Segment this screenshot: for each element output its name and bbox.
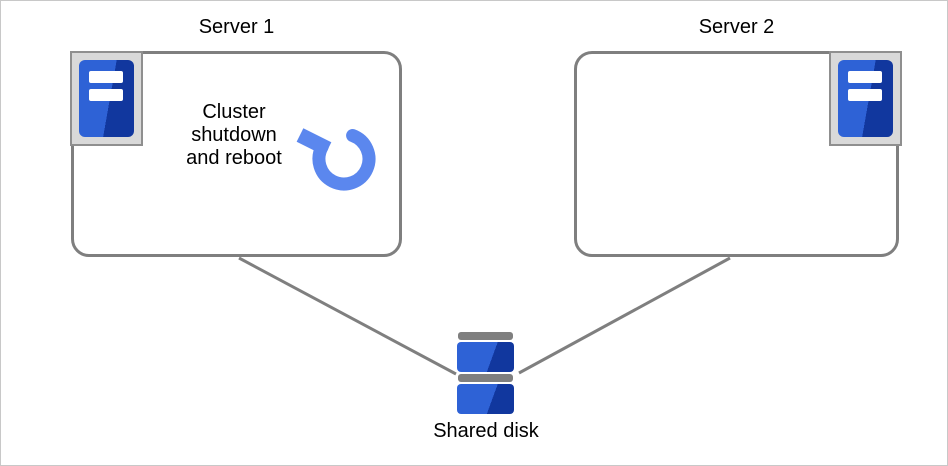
server1-title: Server 1 [198, 16, 275, 38]
server2-icon-panel [829, 51, 902, 146]
note-line: Cluster [202, 101, 266, 123]
server1-icon-panel [70, 51, 143, 146]
note-line: shutdown [191, 124, 277, 146]
connector-server1-disk [238, 256, 457, 376]
disk-unit [457, 342, 514, 372]
server-tower-icon [79, 60, 134, 137]
server-slot-bar [89, 71, 123, 83]
shared-disk-label: Shared disk [433, 420, 539, 442]
stacked-disks-icon [457, 332, 514, 416]
disk-platter-bar [458, 332, 513, 340]
server-slot-bar [848, 89, 882, 101]
server2-title: Server 2 [698, 16, 775, 38]
reboot-arrow-head [296, 128, 332, 156]
connector-server2-disk [518, 256, 731, 375]
server-slot-bar [848, 71, 882, 83]
server-slot-bar [89, 89, 123, 101]
note-line: and reboot [186, 147, 282, 169]
disk-platter-bar [458, 374, 513, 382]
server-tower-icon [838, 60, 893, 137]
reboot-circular-arrow-icon [296, 128, 376, 191]
disk-unit [457, 384, 514, 414]
cluster-shutdown-note: Cluster shutdown and reboot [159, 101, 309, 170]
